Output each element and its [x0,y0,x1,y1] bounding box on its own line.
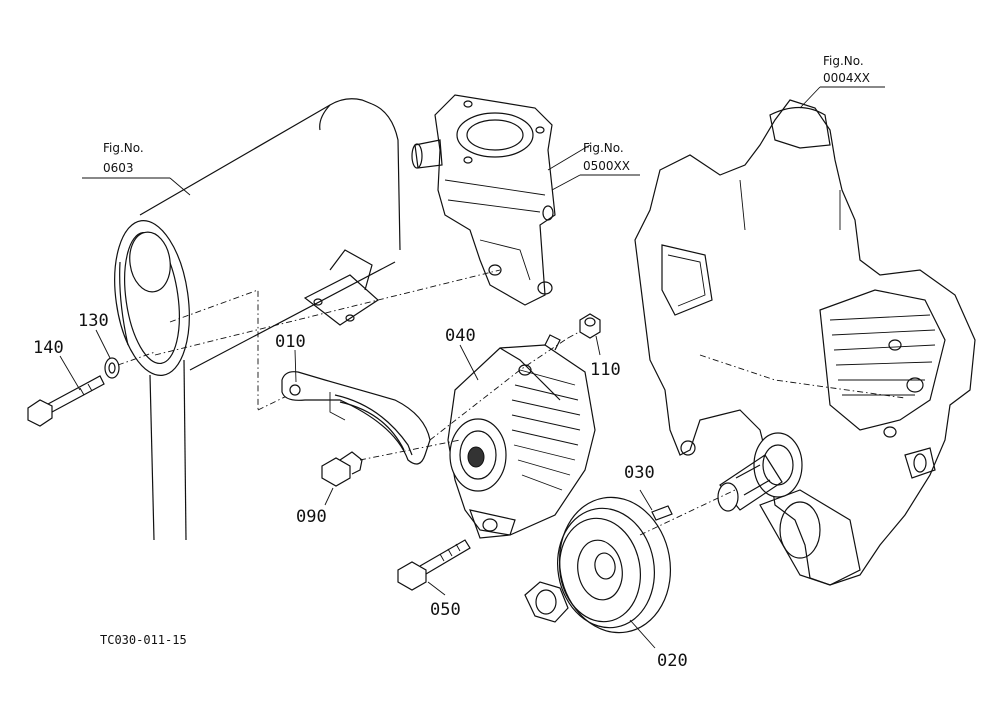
part-label-010: 010 [275,332,306,352]
part-label-020: 020 [657,651,688,671]
part-090-bolt [321,439,461,487]
part-010-bracket [281,371,431,465]
fig-ref-0603-title: Fig.No. [103,141,144,155]
fig-ref-0004xx-number: 0004XX [823,71,870,85]
gear-case-assembly [634,99,976,586]
part-label-090: 090 [296,507,327,527]
part-140-washer [104,351,156,379]
part-label-130: 140 [33,338,64,358]
water-pump-assembly [411,94,591,306]
muffler-assembly [114,98,501,541]
part-label-040: 040 [445,326,476,346]
drawing-code: TC030-011-15 [100,633,187,647]
part-label-050: 050 [430,600,461,620]
part-label-140: 130 [78,311,109,331]
leader-lines [59,86,885,649]
part-130-bolt [27,375,105,427]
part-050-bolt [397,539,471,591]
part-040-alternator [429,324,596,539]
part-labels: 140 130 010 040 110 090 030 050 020 [33,311,688,671]
part-label-030: 030 [624,463,655,483]
fig-ref-0603-number: 0603 [103,161,134,175]
fig-ref-0500xx-title: Fig.No. [583,141,624,155]
part-030-key [651,505,673,521]
part-label-110: 110 [590,360,621,380]
fig-ref-0500xx-number: 0500XX [583,159,630,173]
part-020-pulley [556,489,736,634]
fig-refs: Fig.No. 0603 Fig.No. 0500XX Fig.No. 0004… [103,54,870,175]
fig-ref-0004xx-title: Fig.No. [823,54,864,68]
part-110-nut [579,313,601,339]
pulley-nut [524,581,569,623]
